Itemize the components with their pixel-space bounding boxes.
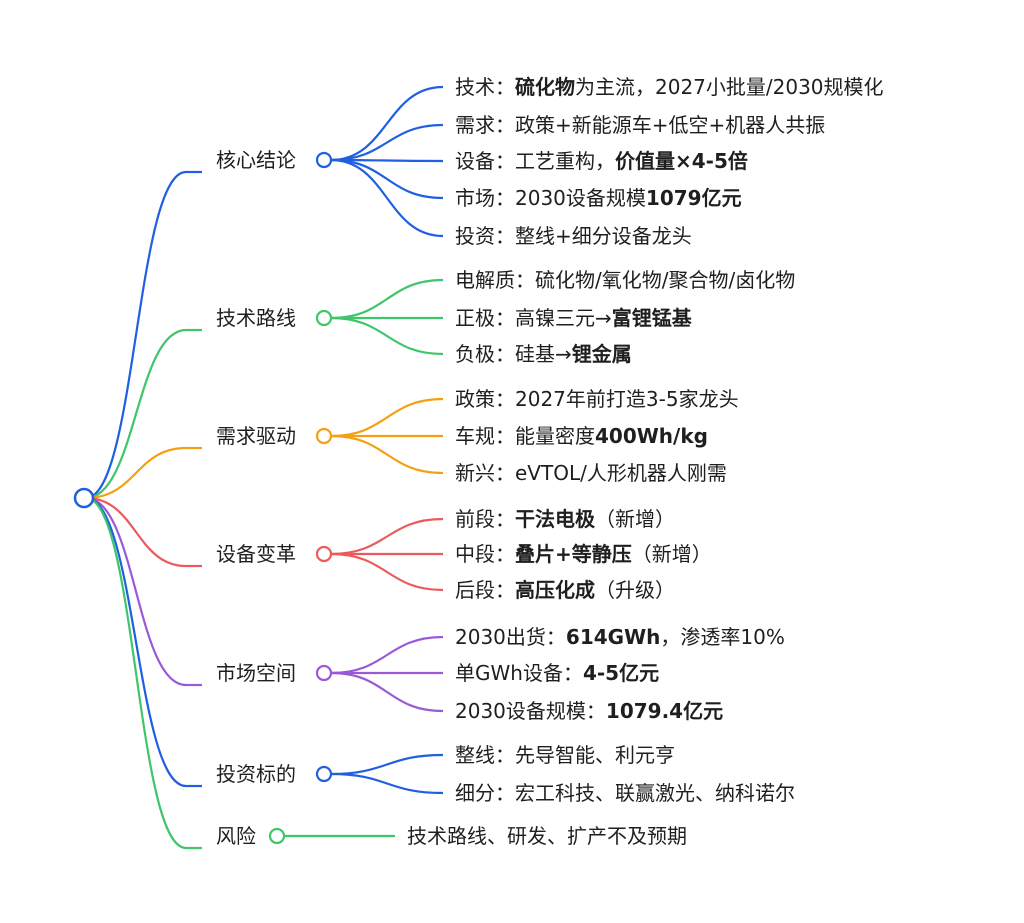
root-connector-0: [85, 170, 187, 500]
leaf-connector-5-0: [330, 753, 444, 776]
leaf-segment-1-0-0: 电解质：硫化物/氧化物/聚合物/卤化物: [455, 268, 796, 292]
leaf-segment-0-0-1: 硫化物: [515, 75, 575, 99]
leaf-label-3-0: 前段：干法电极（新增）: [455, 507, 675, 531]
leaf-segment-1-2-0: 负极：硅基→: [455, 342, 572, 366]
leaf-label-0-0: 技术：硫化物为主流，2027小批量/2030规模化: [455, 75, 884, 99]
leaf-label-4-0: 2030出货：614GWh，渗透率10%: [455, 625, 785, 649]
leaf-label-4-1: 单GWh设备：4-5亿元: [455, 661, 659, 685]
leaf-segment-2-1-0: 车规：能量密度: [455, 424, 595, 448]
branch-label-5: 投资标的: [216, 762, 296, 786]
leaf-segment-4-0-1: 614GWh: [565, 625, 661, 649]
leaf-segment-3-1-1: 叠片+等静压: [515, 542, 632, 566]
leaf-label-6-0: 技术路线、研发、扩产不及预期: [407, 824, 687, 848]
leaf-label-1-1: 正极：高镍三元→富锂锰基: [455, 306, 692, 330]
leaf-label-4-2: 2030设备规模：1079.4亿元: [455, 699, 723, 723]
leaf-label-2-0: 政策：2027年前打造3-5家龙头: [455, 387, 739, 411]
leaf-segment-4-0-2: ，渗透率10%: [660, 625, 785, 649]
branch-label-2: 需求驱动: [216, 424, 296, 448]
leaf-connector-0-1: [330, 123, 444, 162]
leaf-segment-3-2-0: 后段：: [455, 578, 515, 602]
leaf-label-0-2: 设备：工艺重构，价值量×4-5倍: [455, 149, 748, 173]
leaf-label-1-0: 电解质：硫化物/氧化物/聚合物/卤化物: [455, 268, 795, 292]
branch-node-6[interactable]: [268, 827, 286, 845]
branch-label-3: 设备变革: [216, 542, 296, 566]
leaf-connector-2-0: [330, 397, 444, 438]
leaf-segment-4-1-1: 4-5亿元: [582, 661, 660, 685]
leaf-label-0-3: 市场：2030设备规模1079亿元: [455, 186, 742, 210]
leaf-segment-3-2-1: 高压化成: [515, 578, 595, 602]
root-connector-3: [85, 496, 187, 568]
branch-label-0: 核心结论: [216, 148, 296, 172]
leaf-segment-0-0-2: 为主流，2027小批量/2030规模化: [575, 75, 884, 99]
leaf-segment-0-3-0: 市场：2030设备规模: [455, 186, 646, 210]
leaf-connector-4-2: [330, 671, 444, 713]
branch-label-1: 技术路线: [216, 306, 296, 330]
leaf-label-3-1: 中段：叠片+等静压（新增）: [455, 542, 712, 566]
leaf-connector-5-1: [330, 772, 444, 795]
leaf-connector-0-2: [330, 158, 444, 163]
branch-node-4[interactable]: [315, 664, 333, 682]
leaf-segment-0-4-0: 投资：整线+细分设备龙头: [455, 224, 692, 248]
leaf-segment-1-1-0: 正极：高镍三元→: [455, 306, 612, 330]
root-connector-2: [85, 446, 187, 500]
leaf-segment-4-1-0: 单GWh设备：: [455, 661, 583, 685]
branch-node-5[interactable]: [315, 765, 333, 783]
leaf-segment-4-0-0: 2030出货：: [455, 625, 566, 649]
leaf-segment-0-1-0: 需求：政策+新能源车+低空+机器人共振: [455, 113, 826, 137]
branch-node-2[interactable]: [315, 427, 333, 445]
leaf-label-2-1: 车规：能量密度400Wh/kg: [455, 424, 708, 448]
leaf-segment-3-0-0: 前段：: [455, 507, 515, 531]
leaf-segment-5-0-0: 整线：先导智能、利元亨: [455, 743, 675, 767]
leaf-label-2-2: 新兴：eVTOL/人形机器人刚需: [455, 461, 727, 485]
root-connector-1: [85, 328, 187, 500]
root-connector-5: [85, 496, 187, 788]
leaf-connector-0-3: [330, 158, 444, 200]
branch-label-6: 风险: [216, 824, 256, 848]
leaf-connector-3-2: [330, 552, 444, 592]
leaf-segment-3-0-1: 干法电极: [515, 507, 595, 531]
leaf-segment-0-2-1: 价值量×4-5倍: [615, 149, 748, 173]
leaf-label-1-2: 负极：硅基→锂金属: [455, 342, 632, 366]
root-connector-6: [85, 496, 187, 850]
leaf-connector-3-0: [330, 517, 444, 556]
leaf-segment-1-2-1: 锂金属: [571, 342, 632, 366]
leaf-label-0-4: 投资：整线+细分设备龙头: [455, 224, 692, 248]
leaf-segment-3-1-0: 中段：: [455, 542, 515, 566]
leaf-segment-5-1-0: 细分：宏工科技、联赢激光、纳科诺尔: [455, 781, 795, 805]
leaf-segment-3-1-2: （新增）: [631, 542, 712, 566]
branch-node-0[interactable]: [315, 151, 333, 169]
leaf-connector-0-0: [330, 85, 444, 162]
leaf-label-3-2: 后段：高压化成（升级）: [455, 578, 675, 602]
branch-node-3[interactable]: [315, 545, 333, 563]
leaf-segment-1-1-1: 富锂锰基: [611, 306, 692, 330]
leaf-segment-3-2-2: （升级）: [595, 578, 675, 602]
leaf-connector-2-2: [330, 434, 444, 475]
leaf-segment-0-0-0: 技术：: [455, 75, 515, 99]
leaf-segment-4-2-1: 1079.4亿元: [605, 699, 724, 723]
branch-label-4: 市场空间: [216, 661, 296, 685]
leaf-segment-2-0-0: 政策：2027年前打造3-5家龙头: [455, 387, 739, 411]
leaf-connector-1-0: [330, 278, 444, 320]
leaf-segment-0-2-0: 设备：工艺重构，: [455, 149, 615, 173]
leaf-segment-2-1-1: 400Wh/kg: [595, 424, 708, 448]
branch-node-1[interactable]: [315, 309, 333, 327]
leaf-connector-0-4: [330, 158, 444, 238]
leaf-segment-0-3-1: 1079亿元: [645, 186, 742, 210]
leaf-connector-1-2: [330, 316, 444, 356]
leaf-label-5-1: 细分：宏工科技、联赢激光、纳科诺尔: [455, 781, 795, 805]
leaf-segment-6-0-0: 技术路线、研发、扩产不及预期: [407, 824, 687, 848]
root-connector-4: [85, 496, 187, 687]
leaf-segment-3-0-2: （新增）: [595, 507, 675, 531]
leaf-label-5-0: 整线：先导智能、利元亨: [455, 743, 675, 767]
leaf-segment-2-2-0: 新兴：eVTOL/人形机器人刚需: [455, 461, 727, 485]
root-node[interactable]: [73, 487, 95, 509]
leaf-label-0-1: 需求：政策+新能源车+低空+机器人共振: [455, 113, 825, 137]
leaf-segment-4-2-0: 2030设备规模：: [455, 699, 606, 723]
leaf-connector-4-0: [330, 635, 444, 675]
